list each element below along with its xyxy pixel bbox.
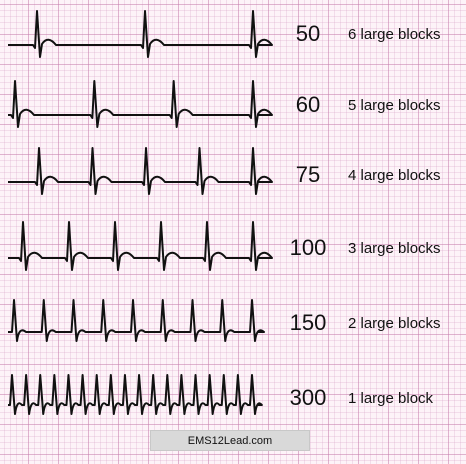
- ecg-strip-150: [8, 299, 265, 342]
- row-label-2: 60 5 large blocks: [278, 85, 441, 125]
- heart-rate-value: 50: [295, 21, 321, 46]
- ecg-strip-100: [8, 221, 273, 271]
- ecg-strip-50: [8, 10, 273, 58]
- row-label-5: 150 2 large blocks: [278, 303, 441, 343]
- block-count-label: 3 large blocks: [348, 239, 441, 257]
- block-count-label: 5 large blocks: [348, 96, 441, 114]
- heart-rate-value: 150: [289, 310, 327, 335]
- row-label-1: 50 6 large blocks: [278, 14, 441, 54]
- block-count-label: 1 large block: [348, 389, 434, 407]
- row-label-3: 75 4 large blocks: [278, 155, 441, 195]
- watermark-label: EMS12Lead.com: [150, 430, 310, 451]
- heart-rate-value: 100: [289, 235, 327, 260]
- ecg-strip-60: [8, 80, 273, 128]
- row-label-4: 100 3 large blocks: [278, 228, 441, 268]
- block-count-label: 4 large blocks: [348, 166, 441, 184]
- block-count-label: 6 large blocks: [348, 25, 441, 43]
- heart-rate-value: 75: [295, 162, 321, 187]
- ecg-strip-75: [8, 147, 273, 195]
- heart-rate-value: 300: [289, 385, 327, 410]
- row-label-6: 300 1 large block: [278, 378, 433, 418]
- ecg-strip-300: [8, 374, 263, 415]
- heart-rate-value: 60: [295, 92, 321, 117]
- block-count-label: 2 large blocks: [348, 314, 441, 332]
